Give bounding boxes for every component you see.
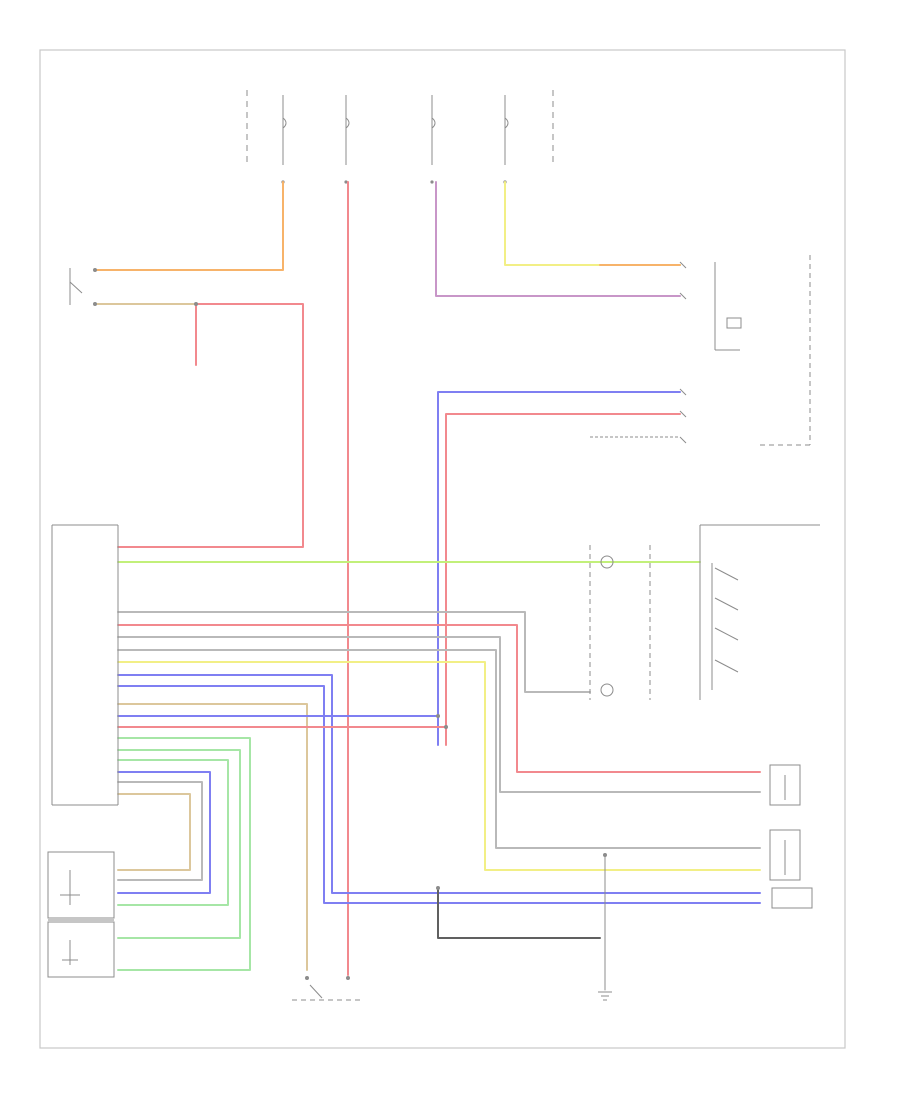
wire-blue-sensor [117, 771, 211, 894]
wire-blue-module-1 [117, 674, 761, 894]
wire-tan-sensor [117, 793, 191, 871]
fuse-block [246, 90, 554, 165]
brake-switch [292, 976, 360, 1001]
fuse-2 [345, 95, 350, 165]
cable-reel [589, 545, 651, 700]
stop-lamp-switch [69, 268, 97, 306]
clutch-switch-connector [769, 764, 801, 806]
wire-green-1 [117, 737, 251, 971]
control-module [51, 524, 119, 806]
cruise-actuator [714, 255, 811, 446]
wire-blue-module-2 [117, 685, 761, 904]
wire-red-stop-output [117, 303, 304, 548]
wire-gray-1 [117, 611, 591, 693]
fuse-4 [504, 95, 509, 165]
wire-blue-vertical [437, 391, 681, 746]
wire-green-3 [117, 759, 229, 906]
fuse-3 [431, 95, 436, 165]
wire-red-module-2 [117, 636, 761, 793]
wire-green-2 [117, 749, 241, 939]
combination-switch [699, 524, 820, 700]
wire-gray-sensor [117, 781, 203, 881]
wire-yellow-module [117, 661, 761, 871]
fuse-terminals [281, 180, 507, 184]
connector-ticks [590, 261, 687, 444]
splice-points [194, 302, 607, 890]
wire-yellow-actuator [504, 181, 681, 266]
wire-dark-ground [437, 887, 601, 939]
cruise-switch-connector [769, 829, 813, 909]
wire-red-module-1 [117, 624, 761, 773]
ground-icon [598, 991, 612, 1001]
wire-gray-2 [117, 649, 761, 849]
wire-orange-stop-switch [96, 181, 284, 271]
accel-pedal-sensor [47, 851, 115, 978]
wire-red-vertical [445, 413, 681, 746]
wire-tan-brake-switch [117, 703, 308, 971]
diagram-frame [39, 49, 846, 1049]
fuse-1 [282, 95, 287, 165]
wire-purple-actuator [435, 181, 681, 297]
